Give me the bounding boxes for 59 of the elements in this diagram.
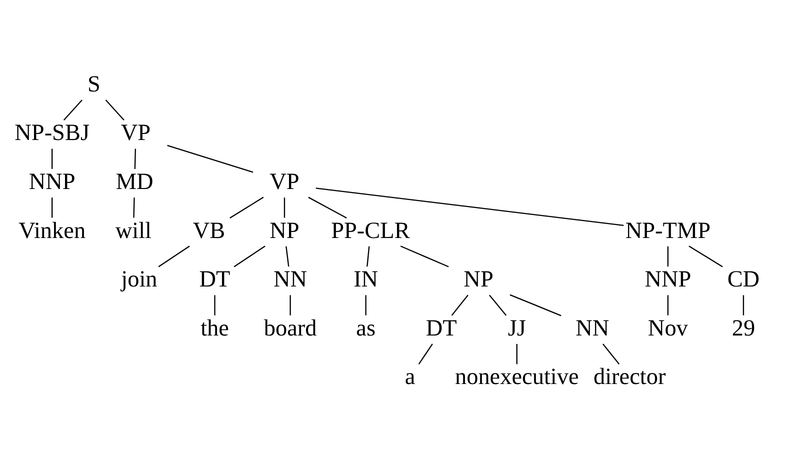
node-text: NP-SBJ: [14, 120, 90, 146]
connector: [286, 246, 290, 267]
connector: [742, 295, 744, 316]
connector: [63, 100, 82, 121]
node-text: DT: [199, 266, 230, 293]
node-text: NN: [274, 266, 308, 293]
connector: [284, 198, 286, 218]
connector: [214, 295, 216, 316]
node-text: 29: [732, 315, 756, 342]
connector: [158, 246, 190, 268]
connector: [516, 344, 518, 364]
node-text: Nov: [648, 315, 688, 342]
connector: [290, 295, 291, 316]
node-text: MD: [116, 169, 154, 196]
node-text: S: [87, 71, 100, 98]
node-text: VP: [270, 169, 300, 196]
node-text: VP: [120, 120, 151, 146]
connector: [316, 188, 624, 226]
connector: [488, 294, 507, 316]
node-text: NNP: [28, 169, 76, 196]
connector: [510, 294, 562, 316]
node-text: will: [115, 218, 152, 244]
node-text: the: [200, 315, 229, 342]
connector: [134, 148, 136, 169]
node-text: IN: [354, 266, 378, 293]
node-text: JJ: [508, 315, 526, 342]
connector: [688, 246, 723, 268]
node-text: Vinken: [18, 218, 86, 244]
node-text: nonexecutive: [454, 364, 579, 390]
connector: [667, 295, 669, 316]
node-text: director: [593, 364, 666, 390]
node-text: NNP: [644, 266, 692, 293]
node-text: NN: [576, 315, 610, 342]
node-text: VB: [192, 218, 226, 244]
node-text: as: [356, 315, 376, 342]
connector: [451, 294, 468, 316]
connector: [667, 246, 669, 267]
connector: [133, 198, 135, 218]
node-text: NP-TMP: [625, 218, 711, 244]
connector: [365, 295, 366, 316]
connector: [308, 196, 347, 218]
connector: [167, 144, 254, 173]
node-text: PP-CLR: [331, 218, 410, 244]
node-text: CD: [727, 266, 760, 293]
connector: [105, 100, 124, 121]
connector: [52, 148, 53, 169]
connector: [234, 246, 266, 268]
connector: [400, 246, 449, 268]
node-text: join: [121, 266, 158, 293]
node-text: NP: [270, 218, 300, 244]
node-text: DT: [426, 315, 457, 342]
node-text: a: [404, 364, 416, 390]
connector: [366, 246, 370, 267]
connector: [52, 198, 53, 218]
connector: [230, 196, 264, 218]
node-text: NP: [464, 266, 494, 293]
connector: [418, 344, 433, 364]
node-text: board: [264, 315, 317, 342]
connector: [602, 344, 620, 365]
